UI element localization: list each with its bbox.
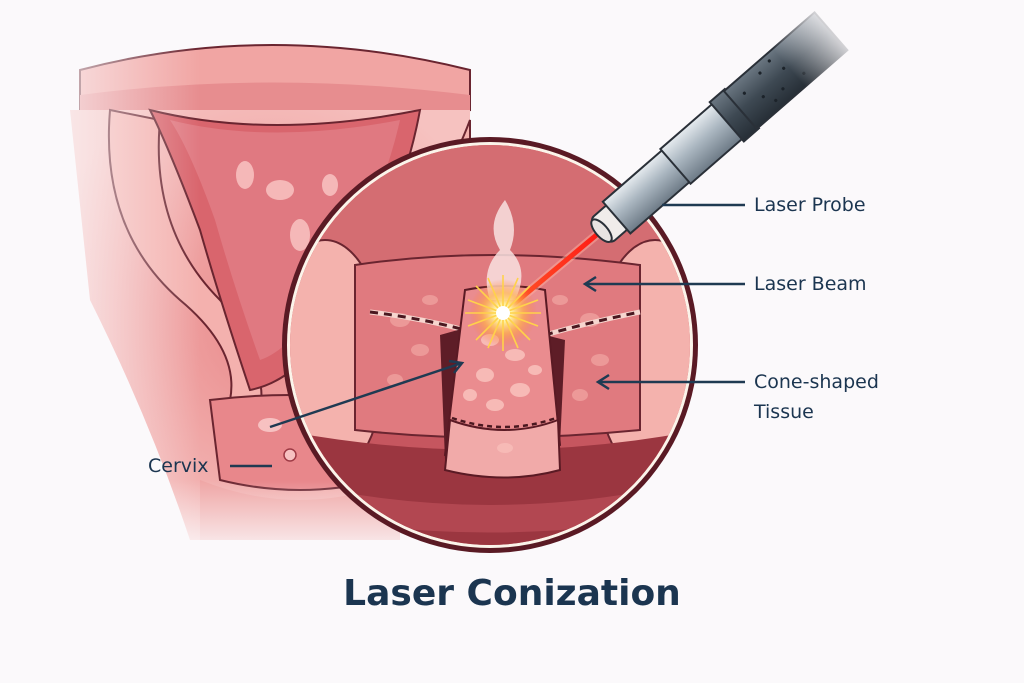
magnified-view <box>282 137 698 553</box>
arrow-icon <box>448 359 465 374</box>
cervix-pointer-leader <box>269 361 463 429</box>
laser-beam-label: Laser Beam <box>754 273 867 295</box>
laser-flash-icon <box>465 275 541 351</box>
cone-tissue-label-line1: Cone-shaped <box>754 371 879 393</box>
leader-lines <box>230 203 745 468</box>
arrow-icon <box>582 275 597 293</box>
laser-probe-label: Laser Probe <box>754 194 866 216</box>
cervix-label: Cervix <box>148 455 209 477</box>
arrow-icon <box>595 373 610 391</box>
figure-title: Laser Conization <box>343 573 681 614</box>
laser-probe-icon <box>590 0 862 243</box>
smoke-icon <box>486 200 522 300</box>
cone-tissue-label-line2: Tissue <box>754 401 814 423</box>
